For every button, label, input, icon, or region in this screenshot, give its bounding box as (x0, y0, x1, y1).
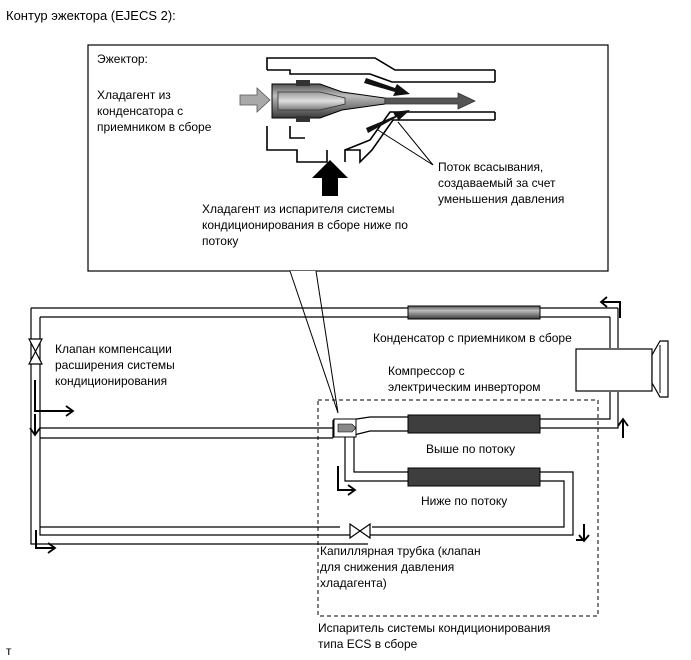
flow-arrow-right-up-head (617, 417, 629, 427)
flow-arrow-bottom-left-head (47, 542, 57, 554)
compressor (575, 348, 653, 392)
flow-arrow-left-branch (34, 380, 72, 412)
label-evaporator: Испаритель системы кондиционирования тип… (318, 621, 554, 651)
label-upstream: Выше по потоку (426, 442, 515, 456)
diagram-title: Контур эжектора (EJECS 2): (6, 8, 176, 23)
suction-arrow-top (364, 78, 410, 96)
outlet-arrow (384, 92, 476, 110)
condenser (407, 305, 541, 320)
flow-arrow-compressor-out-head (599, 296, 608, 308)
expansion-valve (28, 338, 43, 365)
label-compressor: Компрессор с электрическим инвертором (388, 364, 541, 394)
footer-mark: т (6, 644, 12, 658)
flow-arrow-down-loop (337, 466, 354, 491)
evaporator-boundary (317, 399, 599, 617)
inlet-arrow (239, 87, 271, 113)
suction-leader (377, 121, 434, 166)
flow-arrow-bottom-left (35, 530, 54, 549)
nozzle-block-bottom (296, 116, 310, 122)
label-condenser: Конденсатор с приемником в сборе (373, 331, 572, 345)
ejector-unit-nozzle (337, 423, 357, 433)
inset-heading: Эжектор: (97, 52, 148, 66)
flow-arrow-compressor-out (602, 301, 621, 318)
label-from-condenser: Хладагент из конденсатора с приемником в… (97, 88, 212, 134)
flow-arrows (29, 296, 629, 554)
flow-arrow-left-branch-head (65, 405, 75, 417)
evaporator-downstream (407, 467, 541, 487)
label-expansion-valve: Клапан компенсации расширения системы ко… (55, 342, 178, 388)
flow-arrow-bottom-right-head (578, 534, 590, 543)
flow-arrow-down-loop-head (347, 484, 357, 496)
label-suction-flow: Поток всасывания, создаваемый за счет ум… (438, 160, 564, 206)
evaporator-inlet-arrow (312, 160, 348, 196)
label-from-evaporator: Хладагент из испарителя системы кондицио… (202, 202, 411, 248)
inset-callout (289, 270, 339, 414)
label-downstream: Ниже по потоку (421, 494, 507, 508)
evaporator-upstream (407, 414, 541, 434)
flow-arrow-left-down-head (29, 427, 41, 437)
ejector-inset: Эжектор: Хл (87, 44, 609, 272)
nozzle-block-top (296, 80, 310, 86)
nozzle-tip (277, 91, 346, 111)
suction-arrow-bottom (366, 110, 410, 133)
label-capillary: Капиллярная трубка (клапан для снижения … (320, 544, 484, 590)
capillary-valve (349, 522, 371, 540)
ejector-unit (333, 418, 357, 438)
inset-frame (87, 44, 609, 272)
